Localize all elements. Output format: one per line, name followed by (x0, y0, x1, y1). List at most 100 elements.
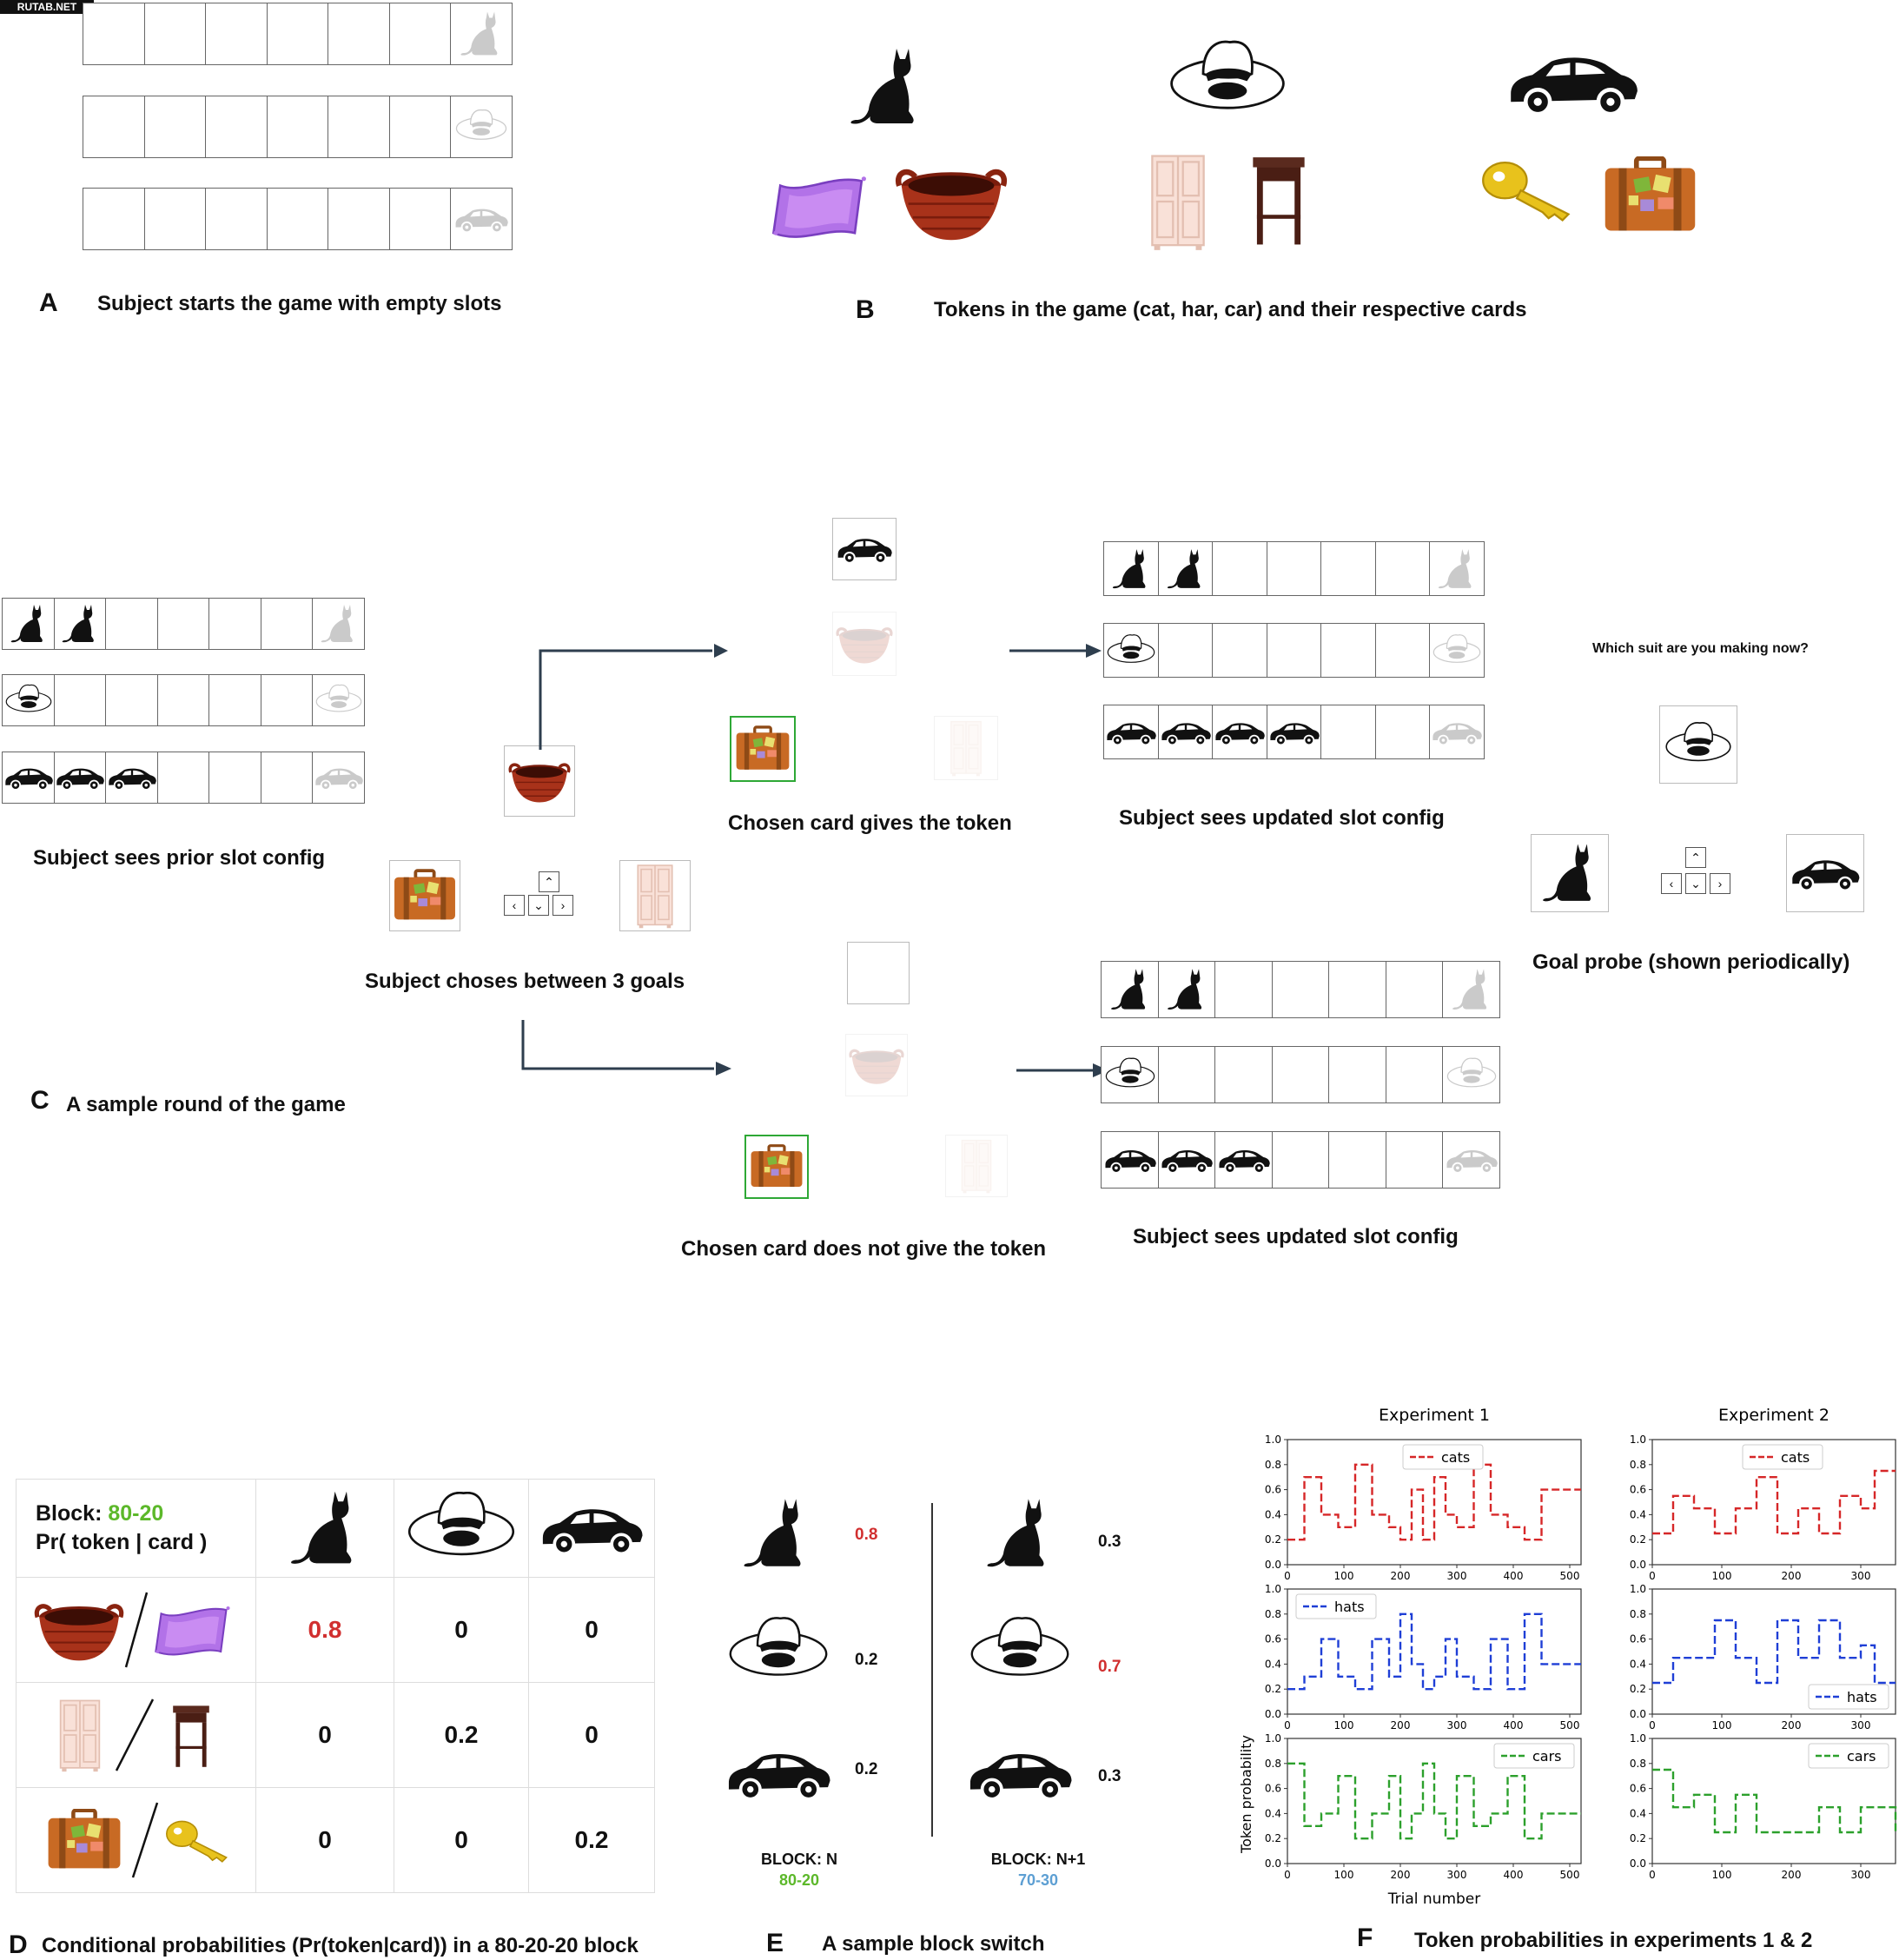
chevron-up-icon: ⌃ (1691, 850, 1701, 864)
x-tick-label: 0 (1649, 1719, 1656, 1732)
y-tick-label: 0.4 (1630, 1658, 1646, 1670)
arrow-right-key[interactable]: › (1710, 873, 1730, 894)
legend-label: cars (1532, 1748, 1562, 1765)
legend-label: cats (1441, 1449, 1470, 1466)
car-icon (836, 534, 893, 564)
arrow-down-key[interactable]: ⌄ (528, 895, 549, 916)
y-tick-label: 0.6 (1265, 1633, 1281, 1645)
choose-caption: Subject choses between 3 goals (365, 970, 685, 993)
arrow-down-key[interactable]: ⌄ (1685, 873, 1706, 894)
slot (260, 674, 314, 726)
goal-slot (450, 188, 513, 250)
table-row: 0 0.2 0 (16, 1682, 655, 1788)
slot (1212, 623, 1267, 678)
car-icon (1103, 1146, 1157, 1174)
x-tick-label: 500 (1560, 1719, 1580, 1732)
car-icon (1217, 1146, 1271, 1174)
car-icon (55, 765, 105, 791)
car-icon (1214, 719, 1266, 745)
slot (83, 188, 145, 250)
cat-icon (58, 601, 102, 646)
y-tick-label: 0.4 (1630, 1807, 1646, 1819)
chevron-up-icon: ⌃ (544, 874, 554, 889)
legend-box (1493, 1743, 1575, 1769)
updated-bottom-row-car (1101, 1131, 1500, 1189)
chart-title: Experiment 2 (1718, 1406, 1830, 1425)
table-cell: 0 (394, 1577, 529, 1683)
slot (328, 188, 390, 250)
y-tick-label: 1.0 (1265, 1583, 1281, 1595)
hat-icon (1664, 718, 1733, 771)
slot (53, 674, 107, 726)
arrow-up-key[interactable]: ⌃ (1685, 847, 1706, 868)
cat-icon (456, 7, 506, 61)
empty-card (847, 942, 910, 1004)
slot (1214, 1046, 1273, 1103)
y-tick-label: 0.8 (1630, 1608, 1646, 1620)
panel-b-letter: B (856, 295, 875, 324)
slot (205, 188, 268, 250)
hat-icon (968, 1612, 1072, 1689)
car-icon (539, 1501, 645, 1555)
hat-icon (314, 682, 363, 718)
suitcase-card-chosen (744, 1135, 809, 1199)
slot (156, 674, 210, 726)
y-tick-label: 0.0 (1630, 1708, 1646, 1720)
slot (205, 3, 268, 65)
key-icon (1477, 155, 1577, 224)
suitcase-key-cell (16, 1787, 256, 1893)
probe-car-option[interactable] (1786, 834, 1864, 912)
wardrobe-card (934, 716, 998, 780)
hat-icon (726, 1612, 830, 1689)
panel-a-letter: A (39, 288, 58, 317)
series-line-hats (1287, 1612, 1581, 1691)
panel-d-letter: D (9, 1930, 28, 1959)
legend-label: hats (1334, 1599, 1365, 1615)
basket-icon (849, 1043, 904, 1088)
slot (1374, 541, 1431, 596)
wardrobe-card[interactable] (619, 860, 691, 931)
goal-slot (312, 598, 365, 650)
arrow-left-key[interactable]: ‹ (1661, 873, 1682, 894)
block-label: Block: (36, 1501, 109, 1526)
slot (1320, 541, 1376, 596)
x-tick-label: 300 (1851, 1869, 1871, 1881)
legend-label: cars (1847, 1748, 1876, 1765)
suitcase-card[interactable] (389, 860, 460, 931)
y-tick-label: 0.8 (1630, 1758, 1646, 1770)
slot (1103, 705, 1159, 759)
x-tick-label: 200 (1391, 1719, 1411, 1732)
arrow-right-key[interactable]: › (552, 895, 573, 916)
gives-caption: Chosen card gives the token (728, 811, 1012, 835)
updated-caption-top: Subject sees updated slot config (1119, 806, 1445, 830)
probe-cat-option[interactable] (1531, 834, 1609, 912)
updated-top-row-car (1103, 705, 1485, 759)
y-tick-label: 0.8 (1265, 1608, 1281, 1620)
basket-card[interactable] (504, 745, 575, 817)
left-hat-value: 0.2 (855, 1651, 878, 1669)
suitcase-icon (41, 1809, 128, 1871)
y-tick-label: 0.0 (1265, 1857, 1281, 1870)
y-tick-label: 0.6 (1630, 1484, 1646, 1496)
arrow-up-key[interactable]: ⌃ (539, 871, 559, 892)
carpet-icon (149, 1593, 239, 1666)
chart-title: Experiment 1 (1379, 1406, 1490, 1425)
suitcase-card-chosen (730, 716, 796, 782)
carpet-icon (764, 161, 877, 251)
suitcase-icon (734, 724, 791, 774)
car-icon (1505, 48, 1640, 116)
arrow-right-bottom (1016, 1063, 1108, 1077)
x-tick-label: 400 (1504, 1869, 1524, 1881)
arrow-left-key[interactable]: ‹ (504, 895, 525, 916)
car-icon (3, 765, 54, 791)
left-cat-value: 0.8 (855, 1526, 878, 1544)
cat-icon (7, 601, 50, 646)
slot (1157, 961, 1216, 1018)
hat-icon (1106, 632, 1156, 670)
cat-icon (1108, 546, 1154, 593)
arrow-top (539, 644, 728, 750)
panel-d-caption: Conditional probabilities (Pr(token|card… (42, 1934, 639, 1957)
y-tick-label: 0.4 (1265, 1807, 1281, 1819)
car-icon (1105, 719, 1157, 745)
panel-a-caption: Subject starts the game with empty slots (97, 292, 502, 315)
